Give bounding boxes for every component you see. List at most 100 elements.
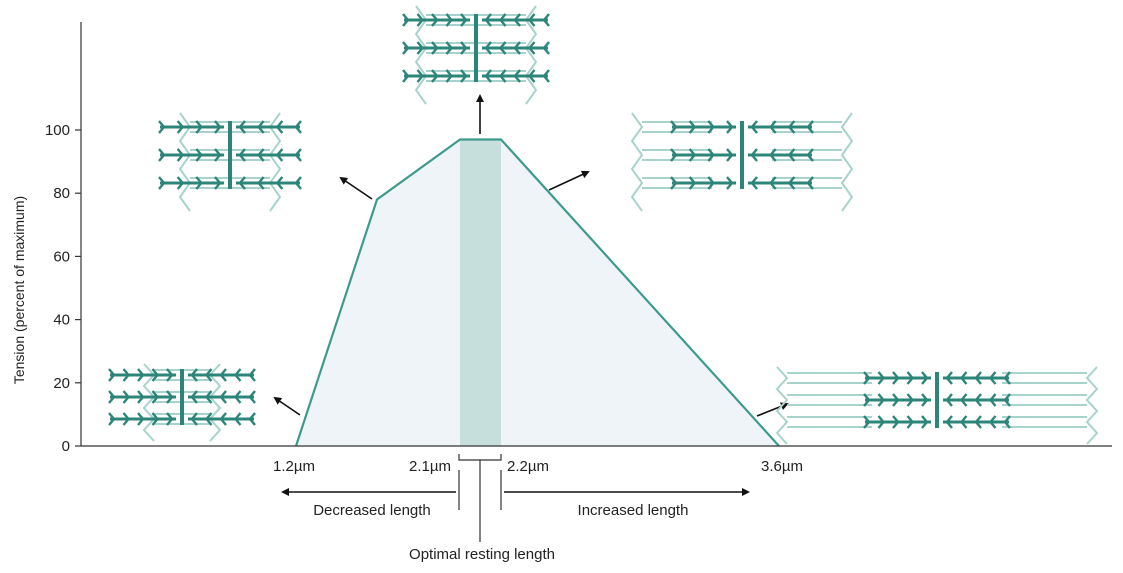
myosin-head	[166, 368, 174, 382]
myosin-head	[921, 393, 929, 407]
myosin-head	[137, 368, 145, 382]
myosin-head	[726, 148, 734, 162]
myosin-head	[670, 148, 678, 162]
myosin-head	[988, 371, 997, 385]
myosin-head	[513, 13, 521, 27]
myosin-head	[1003, 393, 1011, 407]
myosin-head	[484, 69, 492, 83]
myosin-head	[806, 120, 814, 134]
myosin-head	[974, 393, 982, 407]
z-disc	[268, 112, 282, 212]
myosin-head	[275, 176, 284, 190]
myosin-head	[806, 176, 814, 190]
myosin-head	[431, 13, 439, 27]
z-disc	[775, 366, 789, 445]
myosin-head	[707, 120, 715, 134]
myosin-head	[863, 393, 871, 407]
myosin-head	[108, 390, 116, 404]
myosin-head	[484, 13, 492, 27]
myosin-head	[416, 13, 425, 27]
z-disc	[1085, 366, 1099, 445]
z-disc	[142, 363, 156, 442]
x-tick-label: 2.2µm	[507, 458, 549, 475]
myosin-head	[688, 176, 697, 190]
myosin-head	[906, 393, 915, 407]
myosin-head	[513, 41, 521, 55]
myosin-head	[275, 148, 284, 162]
y-tick-label: 100	[45, 122, 70, 139]
myosin-head	[750, 120, 758, 134]
myosin-head	[498, 69, 507, 83]
myosin-head	[945, 415, 953, 429]
decreased-length-label: Decreased length	[313, 502, 431, 519]
myosin-head	[158, 148, 166, 162]
myosin-head	[542, 69, 550, 83]
myosin-head	[1003, 371, 1011, 385]
sarcomere-short	[158, 112, 302, 212]
myosin-head	[219, 412, 227, 426]
arrow-to-very-short	[273, 396, 301, 416]
myosin-head	[527, 13, 536, 27]
myosin-head	[233, 368, 242, 382]
myosin-head	[750, 148, 758, 162]
myosin-head	[151, 368, 160, 382]
myosin-head	[151, 390, 160, 404]
myosin-head	[670, 176, 678, 190]
myosin-head	[445, 41, 454, 55]
myosin-head	[195, 176, 203, 190]
myosin-head	[233, 390, 242, 404]
z-disc	[208, 363, 222, 442]
myosin-head	[877, 415, 886, 429]
myosin-head	[190, 412, 198, 426]
myosin-head	[892, 393, 900, 407]
myosin-head	[214, 120, 222, 134]
myosin-head	[431, 41, 439, 55]
myosin-head	[158, 176, 166, 190]
myosin-head	[945, 393, 953, 407]
myosin-head	[945, 371, 953, 385]
myosin-head	[257, 176, 265, 190]
myosin-head	[190, 390, 198, 404]
myosin-head	[238, 176, 246, 190]
myosin-head	[787, 148, 796, 162]
myosin-head	[787, 120, 796, 134]
myosin-head	[204, 368, 213, 382]
myosin-head	[108, 368, 116, 382]
myosin-head	[460, 69, 468, 83]
myosin-head	[863, 371, 871, 385]
x-tick-label: 2.1µm	[409, 458, 451, 475]
sarcomere-long	[630, 112, 854, 212]
myosin-head	[974, 371, 982, 385]
myosin-head	[892, 371, 900, 385]
myosin-head	[214, 176, 222, 190]
myosin-head	[769, 120, 777, 134]
myosin-head	[750, 176, 758, 190]
myosin-head	[195, 148, 203, 162]
myosin-head	[166, 412, 174, 426]
myosin-head	[233, 412, 242, 426]
myosin-head	[892, 415, 900, 429]
myosin-head	[527, 69, 536, 83]
myosin-head	[275, 120, 284, 134]
myosin-head	[294, 176, 302, 190]
myosin-head	[806, 148, 814, 162]
myosin-head	[498, 13, 507, 27]
myosin-head	[769, 148, 777, 162]
y-tick-label: 40	[53, 312, 70, 329]
myosin-head	[460, 41, 468, 55]
optimal-bracket	[458, 454, 502, 461]
myosin-head	[707, 176, 715, 190]
z-disc	[630, 112, 644, 212]
sarcomere-very-short	[108, 363, 256, 442]
optimal-length-band	[460, 139, 501, 447]
myosin-head	[959, 371, 968, 385]
y-tick-label: 0	[62, 438, 70, 455]
myosin-head	[1003, 415, 1011, 429]
myosin-head	[974, 415, 982, 429]
myosin-head	[863, 415, 871, 429]
myosin-head	[137, 412, 145, 426]
myosin-head	[176, 120, 185, 134]
y-axis-title: Tension (percent of maximum)	[11, 196, 27, 384]
myosin-head	[921, 415, 929, 429]
